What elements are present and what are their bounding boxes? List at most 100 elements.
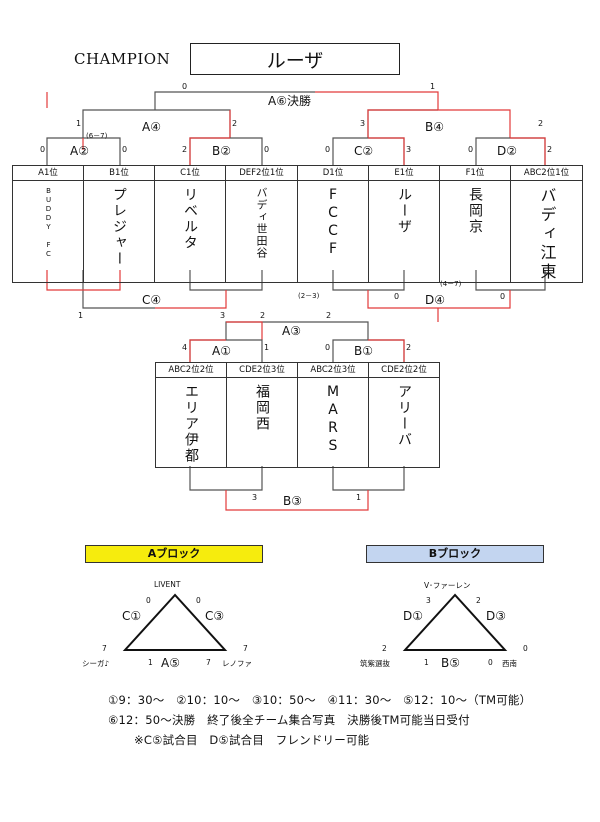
block-a-title: Aブロック [147, 547, 201, 560]
score-d4-left: 0 [394, 292, 400, 301]
match-a1: A① [212, 344, 231, 358]
line-c2-win [368, 137, 405, 165]
seed-c1: C1位 [154, 165, 226, 181]
score-d4-pk: (4－7) [440, 280, 462, 288]
seed-a1: A1位 [12, 165, 84, 181]
team-cell: 福岡西 [226, 377, 298, 468]
seed-e1: E1位 [368, 165, 440, 181]
team-cell: 長岡京 [439, 180, 511, 283]
seed-lower-4: CDE2位2位 [368, 362, 440, 378]
score-d2-right: 2 [547, 145, 553, 154]
line-d4-j [438, 290, 511, 309]
match-b1: B① [354, 344, 373, 358]
line-b3 [189, 466, 263, 491]
block-b-right-match: D③ [486, 609, 506, 623]
score-a2-left: 0 [40, 145, 46, 154]
team-name: アリーバ [396, 384, 412, 448]
block-a-score-br: 7 [206, 658, 211, 667]
line-d2-win [510, 137, 546, 165]
team-cell: リベルタ [154, 180, 226, 283]
seed-abc2: ABC2位1位 [510, 165, 583, 181]
team-name: バディ世田谷 [255, 187, 268, 259]
block-b-score-tr: 2 [476, 596, 481, 605]
block-a-score-rt: 7 [243, 644, 248, 653]
line-d4-red [367, 290, 438, 309]
block-b-left-match: D① [403, 609, 423, 623]
score-c4-pk: (2－3) [298, 292, 320, 300]
block-a-score-bl: 1 [148, 658, 153, 667]
block-a-left-match: C① [122, 609, 142, 623]
team-cell: バディ世田谷 [225, 180, 298, 283]
block-b-bottom-match: B⑤ [441, 656, 460, 670]
match-final: A⑥決勝 [268, 94, 311, 108]
line-a3-win [226, 321, 263, 340]
score-c4-left: 1 [78, 311, 84, 320]
line-b1-win [368, 339, 405, 362]
team-name: ルーザ [396, 187, 412, 235]
team-name: BUDDY FC [44, 187, 53, 259]
seed-f1: F1位 [439, 165, 511, 181]
team-cell: MARS [297, 377, 369, 468]
team-name: 長岡京 [467, 187, 483, 235]
line-b3-r [332, 466, 405, 491]
line-c4 [82, 270, 155, 309]
block-a-score-tl: 0 [146, 596, 151, 605]
line-final-loser [154, 91, 315, 110]
score-b1-left: 0 [325, 343, 331, 352]
score-c2-left: 0 [325, 145, 331, 154]
score-b3-right: 1 [356, 493, 362, 502]
seed-b1: B1位 [83, 165, 155, 181]
score-b4-right: 2 [538, 119, 544, 128]
score-d2-left: 0 [468, 145, 474, 154]
line-a1-win [189, 339, 226, 362]
block-a-left-team: シーガ♪ [82, 659, 110, 668]
line-b3-red [225, 490, 297, 511]
upper-teams-table: A1位 B1位 C1位 DEF2位1位 D1位 E1位 F1位 ABC2位1位 … [12, 165, 583, 283]
score-c2-right: 3 [406, 145, 412, 154]
block-b-title: Bブロック [428, 547, 482, 560]
match-a3: A③ [282, 324, 301, 338]
schedule-line-2: ⑥12：50～決勝 終了後全チーム集合写真 決勝後TM可能当日受付 [108, 713, 470, 727]
line-b3-j [297, 490, 369, 511]
block-b-score-tl: 3 [426, 596, 431, 605]
match-b4: B④ [425, 120, 444, 134]
team-name: エリア伊都 [183, 384, 199, 464]
line-final-winner [315, 91, 439, 110]
score-a4-right: 2 [232, 119, 238, 128]
champion-label: CHAMPION [74, 50, 171, 68]
match-a2: A② [70, 144, 89, 158]
match-b2: B② [212, 144, 231, 158]
score-b1-right: 2 [406, 343, 412, 352]
lower-teams-table: ABC2位2位 CDE2位3位 ABC2位3位 CDE2位2位 エリア伊都 福岡… [155, 362, 440, 468]
team-name: プレジャー [111, 187, 127, 267]
score-a4-left: 1 [76, 119, 82, 128]
score-final-right: 1 [430, 82, 436, 91]
team-name: FCCF [325, 187, 341, 259]
team-cell: アリーバ [368, 377, 440, 468]
score-a1-left: 4 [182, 343, 188, 352]
seed-lower-1: ABC2位2位 [155, 362, 227, 378]
score-b4-left: 3 [360, 119, 366, 128]
score-b3-left: 3 [252, 493, 258, 502]
seed-lower-2: CDE2位3位 [226, 362, 298, 378]
block-b-score-rt: 0 [523, 644, 528, 653]
block-a-title-bar: Aブロック [85, 545, 263, 563]
block-a-right-team: レノファ [222, 659, 252, 668]
block-a-score-tr: 0 [196, 596, 201, 605]
block-b-score-br: 0 [488, 658, 493, 667]
seed-lower-3: ABC2位3位 [297, 362, 369, 378]
team-name: 福岡西 [254, 384, 270, 432]
block-b-left-team: 筑紫選抜 [360, 659, 390, 668]
team-cell: ルーザ [368, 180, 440, 283]
score-a1-right: 1 [264, 343, 270, 352]
team-name: MARS [325, 384, 341, 456]
block-b-triangle [402, 593, 508, 651]
block-b-title-bar: Bブロック [366, 545, 544, 563]
match-b3: B③ [283, 494, 302, 508]
score-b2-right: 0 [264, 145, 270, 154]
schedule-line-3: ※C⑤試合目 D⑤試合目 フレンドリー可能 [134, 733, 370, 747]
match-d4: D④ [425, 293, 445, 307]
line-a3 [225, 321, 369, 340]
block-a-right-match: C③ [205, 609, 225, 623]
